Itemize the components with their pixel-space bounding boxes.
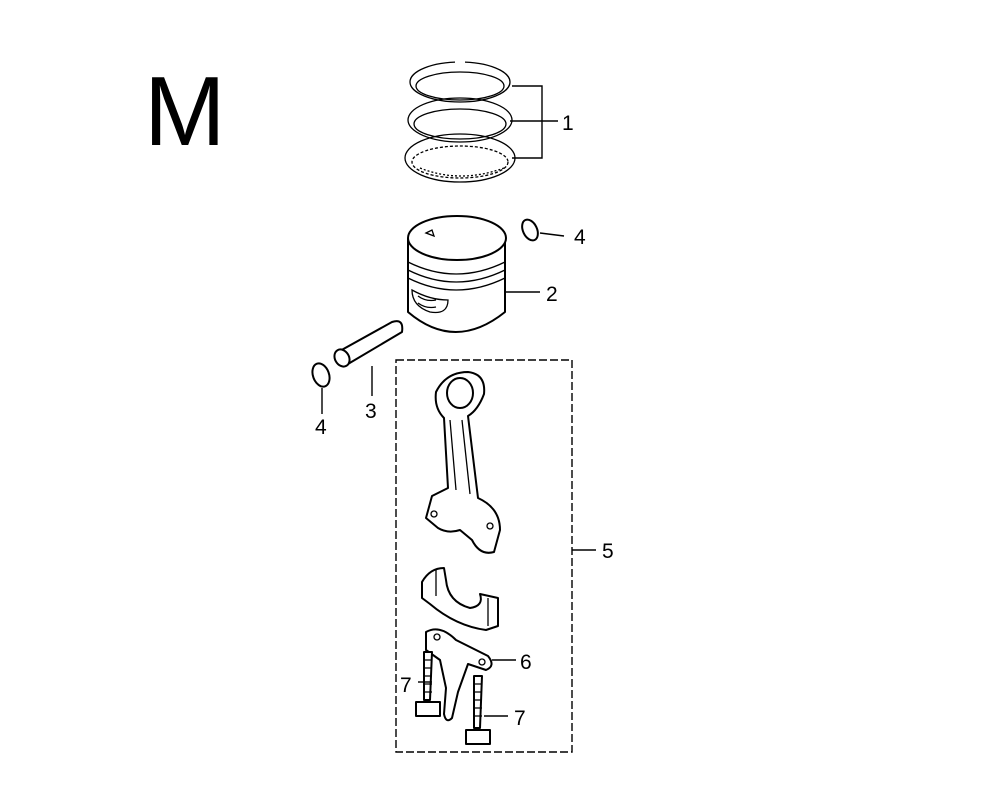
leader-lines xyxy=(321,85,596,717)
callout-connecting-rod-assembly: 5 xyxy=(602,540,614,563)
callout-pin-clip-right: 4 xyxy=(574,226,586,249)
callout-bolt-right: 7 xyxy=(514,707,526,730)
connecting-rod-assembly-frame xyxy=(395,359,573,753)
callout-oil-dipper: 6 xyxy=(520,651,532,674)
callout-bolt-left: 7 xyxy=(400,674,412,697)
oil-dipper xyxy=(425,628,493,722)
pin-clip-right xyxy=(521,218,539,242)
piston xyxy=(407,215,507,333)
connecting-rod xyxy=(425,371,501,554)
bolt-right xyxy=(465,675,491,745)
callout-pin-clip-left: 4 xyxy=(315,416,327,439)
callout-piston: 2 xyxy=(546,283,558,306)
pin-clip-left xyxy=(311,362,331,388)
section-letter: M xyxy=(144,56,226,166)
bolt-left xyxy=(415,651,441,717)
callout-piston-rings: 1 xyxy=(562,112,574,135)
callout-piston-pin: 3 xyxy=(365,400,377,423)
connecting-rod-cap xyxy=(421,567,499,631)
piston-pin xyxy=(333,320,404,368)
piston-rings xyxy=(404,58,516,183)
